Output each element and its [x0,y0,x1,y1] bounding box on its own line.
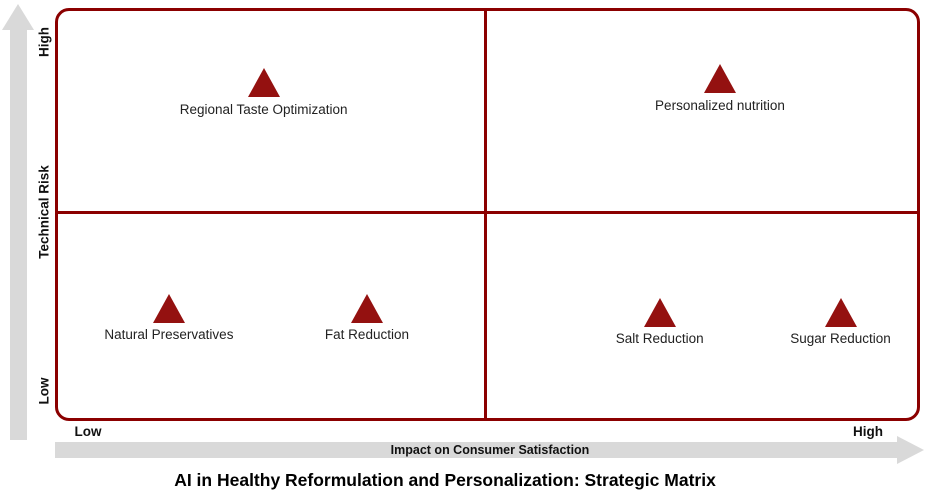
data-point-label: Natural Preservatives [104,327,234,343]
x-axis-arrow [55,442,898,458]
x-axis-arrowhead-icon [897,436,924,464]
y-axis-arrowhead-icon [2,4,34,30]
data-point-label: Sugar Reduction [790,331,891,347]
y-axis-low-label: Low [36,377,52,405]
y-axis-arrow [10,28,27,440]
triangle-marker-icon [350,293,383,323]
x-axis-high-label: High [853,424,883,439]
triangle-marker-icon [703,64,736,94]
data-point-label: Regional Taste Optimization [179,101,348,117]
data-point-label: Personalized nutrition [655,97,785,113]
y-axis-high-label: High [36,27,52,57]
x-axis-title: Impact on Consumer Satisfaction [390,443,590,457]
triangle-marker-icon [152,293,185,323]
data-point-label: Fat Reduction [324,327,409,343]
triangle-marker-icon [824,297,857,327]
chart-title: AI in Healthy Reformulation and Personal… [174,470,716,490]
quadrant-divider-horizontal [56,211,918,214]
triangle-marker-icon [643,297,676,327]
y-axis-title: Technical Risk [36,165,52,259]
matrix-frame [55,8,920,421]
data-point-label: Salt Reduction [615,331,704,347]
triangle-marker-icon [247,68,280,98]
x-axis-low-label: Low [74,424,102,439]
